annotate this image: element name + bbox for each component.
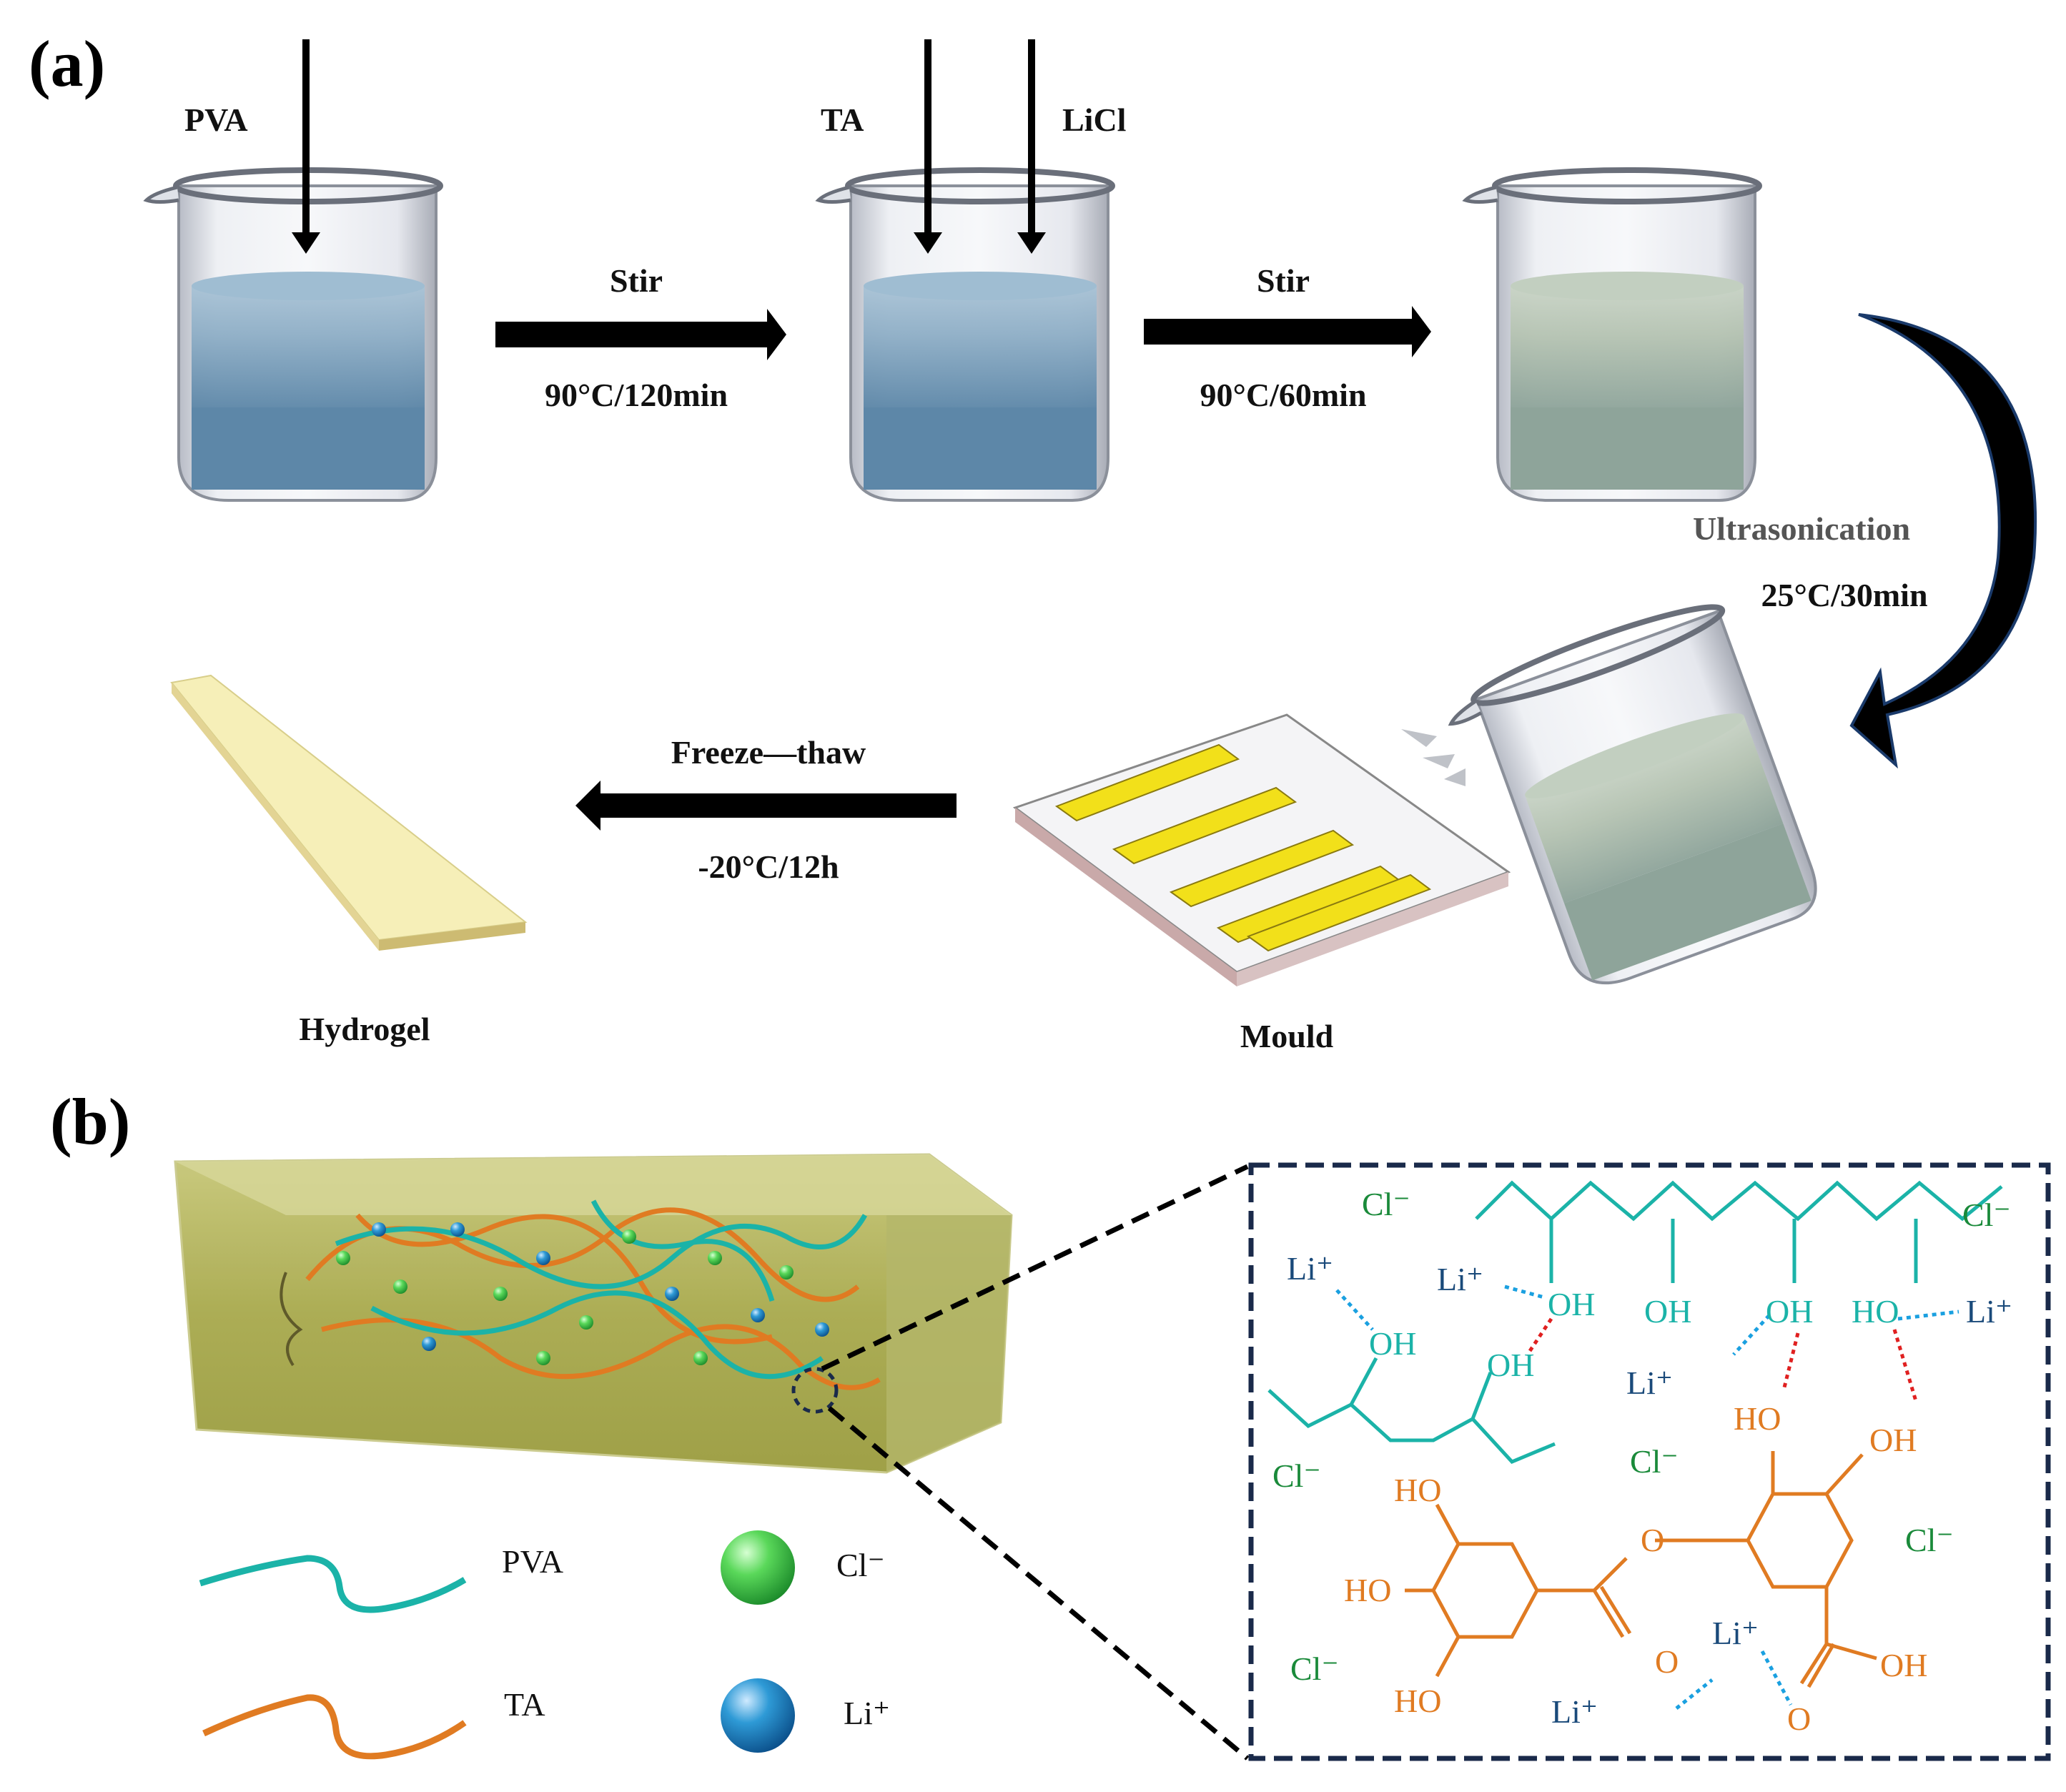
splash-drops (1401, 729, 1466, 786)
ta-structure (1405, 1451, 1877, 1688)
arrow-step2 (1144, 319, 1412, 345)
legend-ta-label: TA (504, 1686, 545, 1723)
chem-cl-5: Cl⁻ (1905, 1522, 1954, 1558)
arrow-step1-head (767, 309, 786, 360)
step2-condition: 90°C/60min (1200, 377, 1366, 413)
chem-cl-1: Cl⁻ (1362, 1186, 1410, 1222)
zoom-line-top (821, 1164, 1249, 1372)
chem-ho-3: HO (1394, 1472, 1441, 1508)
reagent-licl-label: LiCl (1062, 102, 1126, 138)
chem-cl-3: Cl⁻ (1272, 1457, 1321, 1494)
arrow-step1 (495, 322, 767, 347)
chem-o-2: O (1655, 1643, 1679, 1680)
step3-condition: 25°C/30min (1761, 577, 1927, 613)
arrow-pva-head (292, 232, 320, 254)
chem-oh-2: OH (1644, 1293, 1691, 1330)
chem-o-1: O (1641, 1522, 1664, 1558)
chem-li-4: Li⁺ (1966, 1293, 2012, 1330)
mould (1012, 713, 1511, 986)
arrow-step4-head (575, 781, 600, 831)
chem-cl-4: Cl⁻ (1630, 1443, 1679, 1480)
panel-label-b: (b) (50, 1085, 130, 1158)
chem-li-3: Li⁺ (1626, 1365, 1673, 1401)
pva-chain-bottom (1267, 1389, 1556, 1464)
interaction-links (1335, 1284, 1959, 1710)
step1-condition: 90°C/120min (545, 377, 728, 413)
step2-action: Stir (1257, 262, 1310, 299)
chem-oh-5: OH (1487, 1347, 1534, 1383)
legend-pva-label: PVA (502, 1543, 563, 1580)
step1-action: Stir (610, 262, 663, 299)
chem-ho-2: HO (1734, 1400, 1781, 1437)
legend-li-ball (721, 1678, 795, 1753)
chem-cl-2: Cl⁻ (1962, 1197, 2011, 1233)
gel-chains (305, 1199, 881, 1390)
reagent-ta-label: TA (821, 102, 864, 138)
reagent-pva-label: PVA (184, 102, 248, 138)
legend-cl-ball (721, 1530, 795, 1605)
legend-ta-swatch (202, 1694, 467, 1760)
beaker-ta-licl (815, 167, 1115, 502)
hydrogel-label: Hydrogel (299, 1011, 430, 1047)
chem-ho-5: HO (1394, 1683, 1441, 1719)
chem-oh-4: OH (1369, 1325, 1416, 1362)
panel-label-a: (a) (29, 27, 105, 100)
step4-condition: -20°C/12h (698, 848, 839, 885)
hydrogel-strip (170, 674, 528, 951)
chem-o-3: O (1787, 1701, 1811, 1737)
chem-labels: Cl⁻ Cl⁻ Cl⁻ Cl⁻ Cl⁻ Cl⁻ Li⁺ Li⁺ Li⁺ Li⁺ … (1272, 1186, 2012, 1737)
chem-li-5: Li⁺ (1712, 1615, 1759, 1651)
legend-li-label: Li⁺ (844, 1695, 890, 1731)
beaker-pva (143, 167, 443, 502)
pva-chain-top (1475, 1180, 2003, 1222)
legend-pva-swatch (199, 1555, 467, 1613)
chem-oh-1: OH (1548, 1286, 1595, 1322)
chem-ho-1: HO (1852, 1293, 1899, 1330)
chem-li-6: Li⁺ (1551, 1693, 1598, 1730)
chem-oh-3: OH (1766, 1293, 1813, 1330)
chem-ho-4: HO (1344, 1572, 1391, 1608)
legend-cl-label: Cl⁻ (836, 1547, 885, 1583)
arrow-step4 (600, 793, 957, 818)
zoom-line-bottom (827, 1406, 1250, 1761)
chem-li-1: Li⁺ (1287, 1250, 1333, 1287)
step3-action: Ultrasonication (1693, 510, 1910, 547)
chem-cl-6: Cl⁻ (1290, 1650, 1339, 1687)
arrow-step3 (1849, 313, 2037, 769)
zoom-circle (791, 1367, 839, 1414)
arrow-ta-head (914, 232, 942, 254)
gel-ions (336, 1222, 829, 1365)
step4-action: Freeze—thaw (671, 734, 866, 771)
arrow-licl-head (1017, 232, 1046, 254)
legend: PVA TA Cl⁻ Li⁺ (199, 1530, 890, 1760)
chem-oh-6: OH (1869, 1422, 1917, 1458)
beaker-mixed (1462, 167, 1762, 502)
mould-label: Mould (1240, 1018, 1334, 1054)
beaker-pouring (1448, 604, 1817, 985)
arrow-step2-head (1412, 306, 1431, 357)
chem-li-2: Li⁺ (1437, 1261, 1483, 1297)
chem-oh-7: OH (1880, 1647, 1927, 1683)
